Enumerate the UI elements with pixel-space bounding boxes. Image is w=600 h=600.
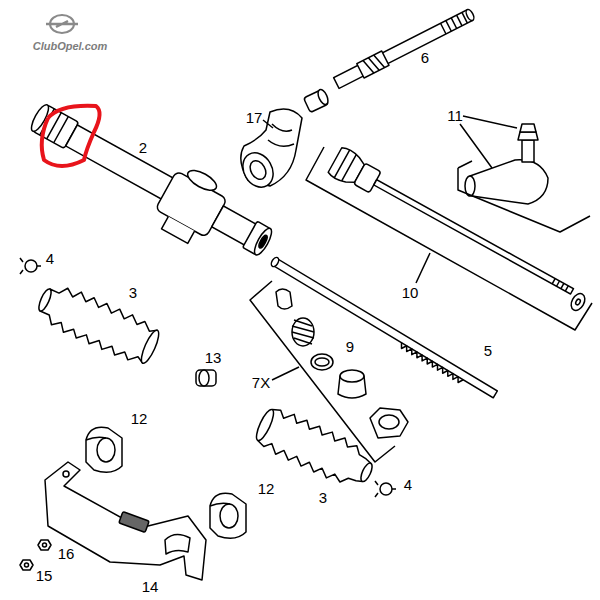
tie-rod-end [465,124,548,204]
pressure-pad-group [276,289,408,438]
group-bracket [458,161,590,232]
nut [20,540,51,570]
callout-number: 10 [402,285,419,300]
callout-number: 6 [421,50,429,65]
pinion-bushing [304,88,330,112]
mounting-bushing [210,493,246,538]
callout-number: 3 [319,490,327,505]
callout-number: 2 [139,140,147,155]
leader-line [416,253,430,283]
callout-number: 3 [129,285,137,300]
callout-number: 4 [46,251,54,266]
callout-number: 12 [258,481,275,496]
clip [20,258,41,274]
callout-number: 13 [205,350,222,365]
bushing [196,370,216,386]
callout-number: 9 [346,339,354,354]
clip [375,481,396,497]
callout-number: 7X [252,375,270,390]
callout-number: 12 [131,411,148,426]
callout-number: 17 [246,110,263,125]
tie-rod [327,146,580,305]
callout-number: 4 [404,477,412,492]
highlight-loop [42,106,100,166]
leader-line [272,367,299,380]
leader-line [263,120,273,128]
logo [46,15,78,33]
bellows-boot [32,278,163,369]
tie-rod-nut [568,291,587,313]
callout-number: 11 [447,108,463,123]
mounting-bracket [45,462,206,580]
mounting-bushing [86,427,122,472]
pinion-boot [237,109,302,192]
rack-housing [17,88,282,277]
pinion-shaft [333,7,477,91]
callout-number: 16 [58,546,75,561]
callout-number: 5 [484,343,492,358]
leader-line [460,116,517,168]
rack [268,256,498,402]
callout-number: 14 [142,579,159,594]
callout-number: 15 [36,568,53,583]
watermark: ClubOpel.com [33,41,108,52]
